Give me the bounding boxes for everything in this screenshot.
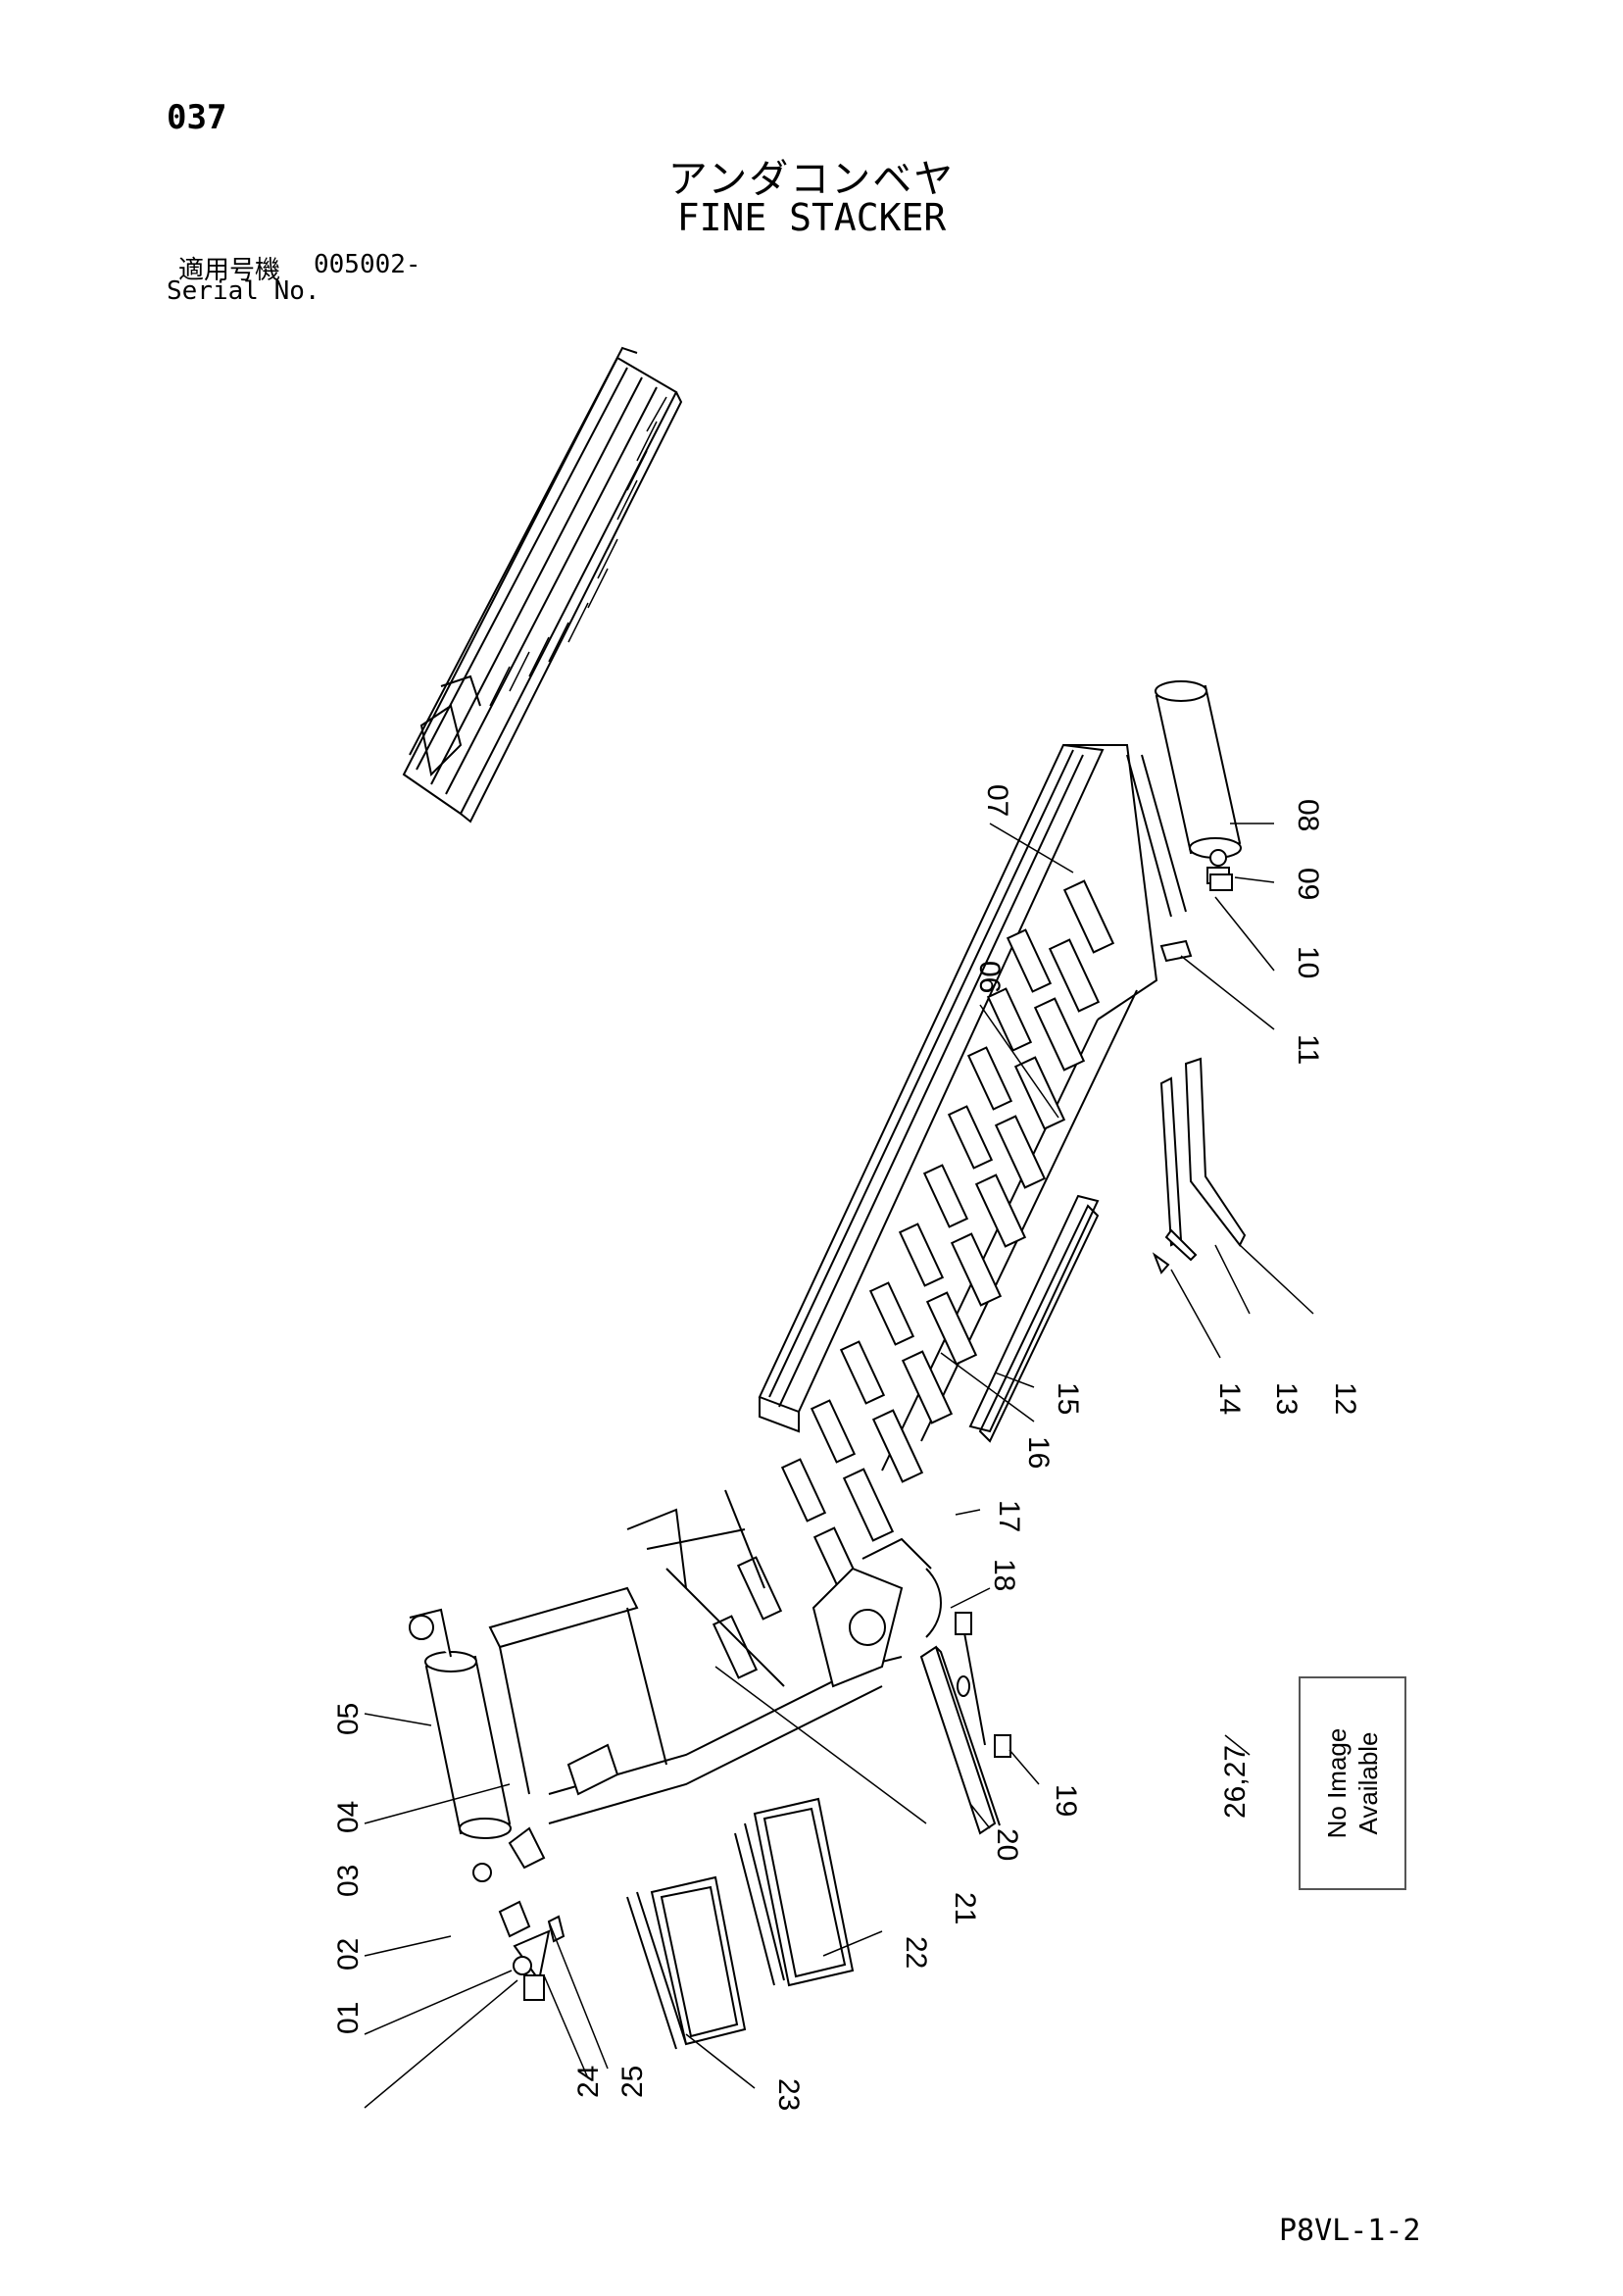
idler-rollers	[712, 879, 1115, 1679]
no-image-line-1: No Image	[1322, 1727, 1352, 1839]
serial-value: 005002-	[314, 250, 421, 279]
serial-label-japanese: 適用号機	[178, 256, 281, 285]
no-image-line-2: Available	[1353, 1731, 1383, 1835]
callout-23: 23	[772, 2078, 805, 2111]
callout-20: 20	[991, 1828, 1023, 1861]
serial-label-english: Serial No.	[167, 276, 320, 306]
callout-07: 07	[981, 784, 1013, 817]
skirt-plates	[626, 1797, 855, 2050]
callout-13: 13	[1270, 1382, 1303, 1415]
no-image-text: No Image Available	[1321, 1676, 1384, 1890]
callout-02: 02	[332, 1938, 365, 1971]
callout-08: 08	[1292, 799, 1324, 831]
guide-channel	[919, 1612, 1011, 1835]
callout-24: 24	[572, 2066, 605, 2098]
title-japanese: アンダコンベヤ	[667, 157, 956, 202]
callout-17: 17	[993, 1500, 1025, 1532]
callout-05: 05	[332, 1703, 365, 1735]
callout-22: 22	[900, 1936, 932, 1969]
tail-pulley	[1155, 680, 1242, 884]
callout-18: 18	[988, 1559, 1020, 1591]
callout-21: 21	[949, 1892, 981, 1924]
callout-09: 09	[1292, 868, 1324, 900]
callout-26-27: 26,27	[1219, 1745, 1252, 1819]
overview-illustration	[402, 346, 683, 824]
callout-19: 19	[1050, 1784, 1082, 1817]
callout-25: 25	[616, 2066, 649, 2098]
page-number: 037	[167, 98, 227, 137]
callout-10: 10	[1292, 946, 1324, 978]
title-english: FINE STACKER	[676, 196, 947, 239]
leader-lines	[364, 823, 1314, 2109]
head-hardware	[472, 1826, 566, 2001]
side-plate	[968, 1194, 1100, 1433]
callout-06: 06	[973, 961, 1006, 993]
callout-11: 11	[1292, 1034, 1324, 1065]
side-brackets	[1152, 1057, 1247, 1274]
main-conveyor-frame	[758, 743, 1187, 1472]
bearing-units	[1159, 873, 1233, 963]
callout-15: 15	[1052, 1382, 1084, 1415]
callout-01: 01	[332, 2002, 365, 2034]
callout-03: 03	[332, 1865, 365, 1897]
support-frame	[488, 1489, 942, 1824]
no-image-box: No Image Available	[1299, 1676, 1406, 1890]
callout-12: 12	[1329, 1382, 1361, 1415]
callout-04: 04	[332, 1801, 365, 1833]
document-code: P8VL-1-2	[1279, 2214, 1421, 2248]
callout-14: 14	[1213, 1382, 1246, 1415]
callout-16: 16	[1022, 1436, 1055, 1469]
